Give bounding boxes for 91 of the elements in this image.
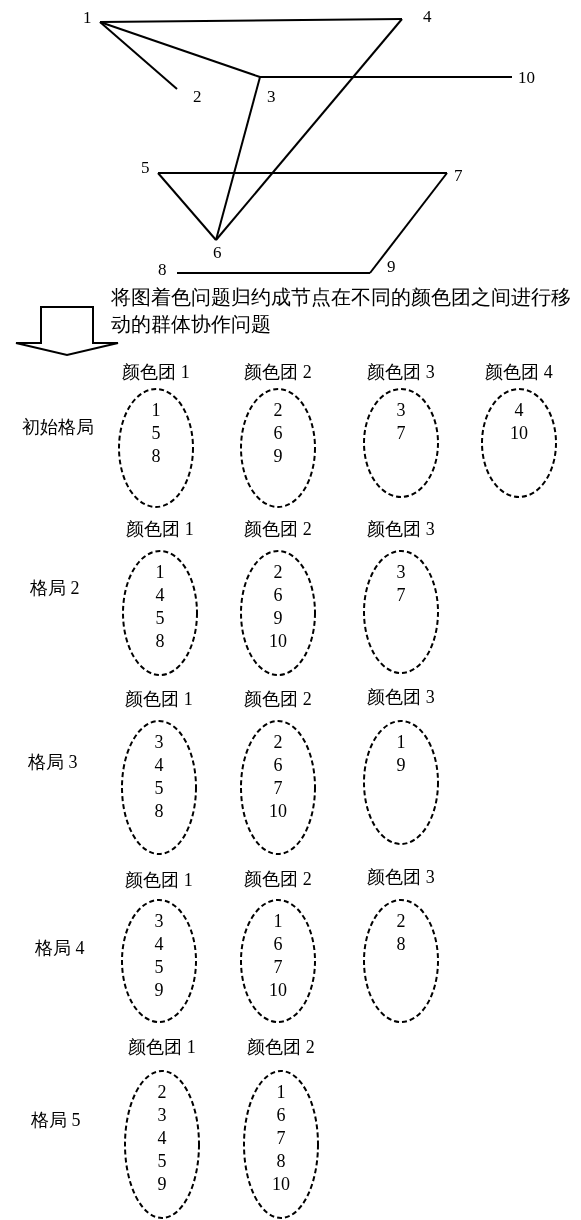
member-number: 6: [272, 756, 284, 774]
group-heading: 颜色团 1: [125, 519, 195, 539]
member-number: 9: [395, 756, 407, 774]
member-number: 10: [268, 802, 288, 820]
vertex-label: 4: [402, 8, 433, 26]
row-label: 初始格局: [22, 417, 94, 437]
member-number: 7: [272, 779, 284, 797]
note-text: 将图着色问题归约成节点在不同的颜色团之间进行移动的群体协作问题: [111, 285, 572, 337]
member-number: 1: [154, 563, 166, 581]
member-number: 7: [272, 958, 284, 976]
member-number: 3: [395, 401, 407, 419]
member-number: 4: [513, 401, 525, 419]
group-heading: 颜色团 1: [127, 1037, 197, 1057]
group-heading: 颜色团 1: [121, 362, 191, 382]
group-heading: 颜色团 2: [243, 869, 313, 889]
group-heading: 颜色团 3: [366, 519, 436, 539]
member-number: 7: [395, 586, 407, 604]
graph-edge: [215, 76, 261, 241]
member-number: 2: [272, 733, 284, 751]
group-heading: 颜色团 3: [366, 362, 436, 382]
group-heading: 颜色团 1: [124, 870, 194, 890]
group-heading: 颜色团 3: [366, 867, 436, 887]
vertex-label: 5: [141, 159, 158, 177]
member-number: 8: [275, 1152, 287, 1170]
graph-edge: [157, 172, 217, 241]
member-number: 6: [272, 586, 284, 604]
member-number: 4: [153, 935, 165, 953]
member-number: 7: [275, 1129, 287, 1147]
row-label: 格局 5: [31, 1110, 81, 1130]
group-heading: 颜色团 1: [124, 689, 194, 709]
member-number: 8: [154, 632, 166, 650]
group-heading: 颜色团 3: [366, 687, 436, 707]
member-number: 6: [272, 935, 284, 953]
row-label: 格局 4: [35, 938, 85, 958]
vertex-label: 9: [370, 258, 397, 276]
graph-edge: [369, 172, 448, 274]
member-number: 6: [275, 1106, 287, 1124]
graph-edge: [99, 18, 403, 23]
member-number: 9: [272, 609, 284, 627]
group-heading: 颜色团 2: [246, 1037, 316, 1057]
member-number: 9: [156, 1175, 168, 1193]
member-number: 5: [156, 1152, 168, 1170]
vertex-label: 3: [260, 77, 277, 106]
row-label: 格局 3: [28, 752, 78, 772]
graph-edge: [99, 21, 178, 90]
member-number: 4: [153, 756, 165, 774]
vertex-label: 8: [158, 261, 177, 279]
vertex-label: 2: [177, 88, 203, 106]
member-number: 10: [268, 981, 288, 999]
graph-edge: [157, 172, 448, 174]
member-number: 2: [156, 1083, 168, 1101]
member-number: 8: [150, 447, 162, 465]
vertex-label: 10: [512, 69, 536, 87]
member-number: 5: [153, 958, 165, 976]
member-number: 9: [153, 981, 165, 999]
member-number: 7: [395, 424, 407, 442]
graph-edge: [176, 272, 371, 274]
row-label: 格局 2: [30, 578, 80, 598]
member-number: 10: [509, 424, 529, 442]
member-number: 8: [395, 935, 407, 953]
member-number: 6: [272, 424, 284, 442]
vertex-label: 1: [83, 9, 100, 27]
group-heading: 颜色团 2: [243, 362, 313, 382]
member-number: 1: [275, 1083, 287, 1101]
member-number: 8: [153, 802, 165, 820]
member-number: 3: [153, 912, 165, 930]
vertex-label: 7: [447, 167, 464, 185]
member-number: 5: [150, 424, 162, 442]
member-number: 4: [154, 586, 166, 604]
member-number: 1: [150, 401, 162, 419]
member-number: 3: [153, 733, 165, 751]
member-number: 10: [271, 1175, 291, 1193]
graph-edge: [99, 21, 261, 78]
member-number: 2: [272, 401, 284, 419]
member-number: 10: [268, 632, 288, 650]
group-heading: 颜色团 2: [243, 689, 313, 709]
member-number: 3: [395, 563, 407, 581]
member-number: 4: [156, 1129, 168, 1147]
group-heading: 颜色团 4: [484, 362, 554, 382]
member-number: 2: [395, 912, 407, 930]
member-number: 3: [156, 1106, 168, 1124]
graph-edge: [215, 18, 403, 241]
member-number: 2: [272, 563, 284, 581]
member-number: 5: [154, 609, 166, 627]
member-number: 5: [153, 779, 165, 797]
group-heading: 颜色团 2: [243, 519, 313, 539]
member-number: 1: [395, 733, 407, 751]
vertex-label: 6: [213, 240, 223, 262]
member-number: 1: [272, 912, 284, 930]
graph-edge: [259, 76, 513, 78]
member-number: 9: [272, 447, 284, 465]
